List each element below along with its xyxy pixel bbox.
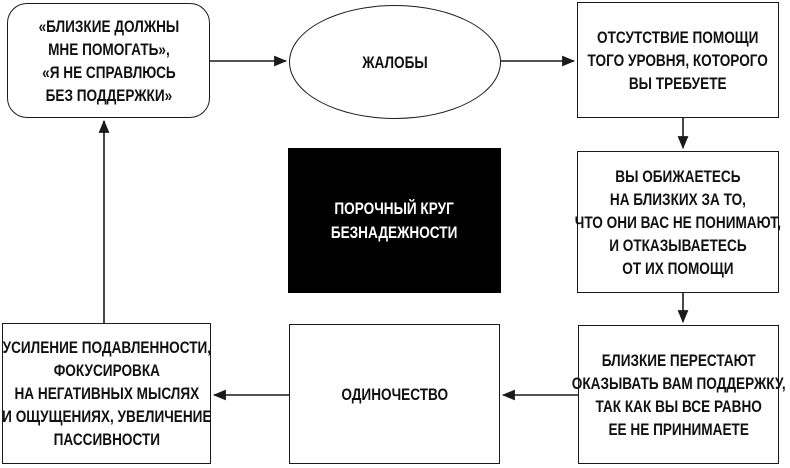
node-support-withdrawn-label: БЛИЗКИЕ ПЕРЕСТАЮТ ОКАЗЫВАТЬ ВАМ ПОДДЕРЖК…: [571, 350, 786, 439]
node-depression-label: УСИЛЕНИЕ ПОДАВЛЕННОСТИ, ФОКУСИРОВКА НА Н…: [1, 338, 212, 449]
node-lack-of-help-label: ОТСУТСТВИЕ ПОМОЩИ ТОГО УРОВНЯ, КОТОРОГО …: [587, 27, 769, 93]
node-loneliness: ОДИНОЧЕСТВО: [289, 324, 500, 464]
node-center-title: ПОРОЧНЫЙ КРУГ БЕЗНАДЕЖНОСТИ: [288, 148, 501, 293]
node-beliefs: «БЛИЗКИЕ ДОЛЖНЫ МНЕ ПОМОГАТЬ», «Я НЕ СПР…: [7, 3, 210, 118]
node-complaints: ЖАЛОБЫ: [289, 5, 501, 119]
node-resentment-label: ВЫ ОБИЖАЕТЕСЬ НА БЛИЗКИХ ЗА ТО, ЧТО ОНИ …: [574, 166, 782, 278]
node-beliefs-label: «БЛИЗКИЕ ДОЛЖНЫ МНЕ ПОМОГАТЬ», «Я НЕ СПР…: [38, 16, 179, 105]
node-lack-of-help: ОТСУТСТВИЕ ПОМОЩИ ТОГО УРОВНЯ, КОТОРОГО …: [577, 2, 779, 118]
node-depression: УСИЛЕНИЕ ПОДАВЛЕННОСТИ, ФОКУСИРОВКА НА Н…: [2, 323, 211, 464]
node-support-withdrawn: БЛИЗКИЕ ПЕРЕСТАЮТ ОКАЗЫВАТЬ ВАМ ПОДДЕРЖК…: [572, 325, 785, 464]
node-center-title-label: ПОРОЧНЫЙ КРУГ БЕЗНАДЕЖНОСТИ: [331, 198, 458, 242]
node-loneliness-label: ОДИНОЧЕСТВО: [341, 384, 448, 404]
node-complaints-label: ЖАЛОБЫ: [362, 52, 428, 72]
node-resentment: ВЫ ОБИЖАЕТЕСЬ НА БЛИЗКИХ ЗА ТО, ЧТО ОНИ …: [574, 151, 782, 293]
